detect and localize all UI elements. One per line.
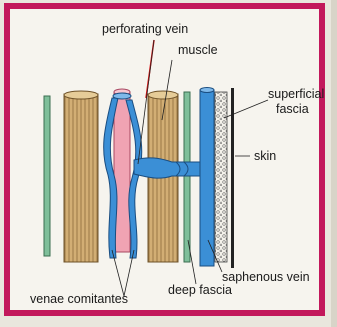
venae-comitantes-pointer-1	[112, 250, 124, 296]
label-skin: skin	[254, 149, 276, 163]
saphenous-top	[200, 88, 214, 93]
left-muscle-top	[64, 91, 98, 99]
middle-muscle-top	[148, 91, 178, 99]
label-deep-fascia: deep fascia	[168, 283, 232, 297]
saphenous-vein	[200, 90, 214, 266]
label-fascia: fascia	[276, 102, 309, 116]
deep-fascia	[184, 92, 190, 262]
superficial-fascia-pointer	[224, 100, 268, 118]
label-saphenous-vein: saphenous vein	[222, 270, 310, 284]
left-fascia-strip	[44, 96, 50, 256]
label-venae-comitantes: venae comitantes	[30, 292, 128, 306]
label-perforating-vein: perforating vein	[102, 22, 188, 36]
vena-top	[113, 93, 131, 99]
artery	[114, 92, 130, 252]
venae-comitantes-pointer-2	[124, 250, 134, 296]
label-muscle: muscle	[178, 43, 218, 57]
label-superficial: superficial	[268, 87, 324, 101]
left-muscle-bundle	[64, 94, 98, 262]
